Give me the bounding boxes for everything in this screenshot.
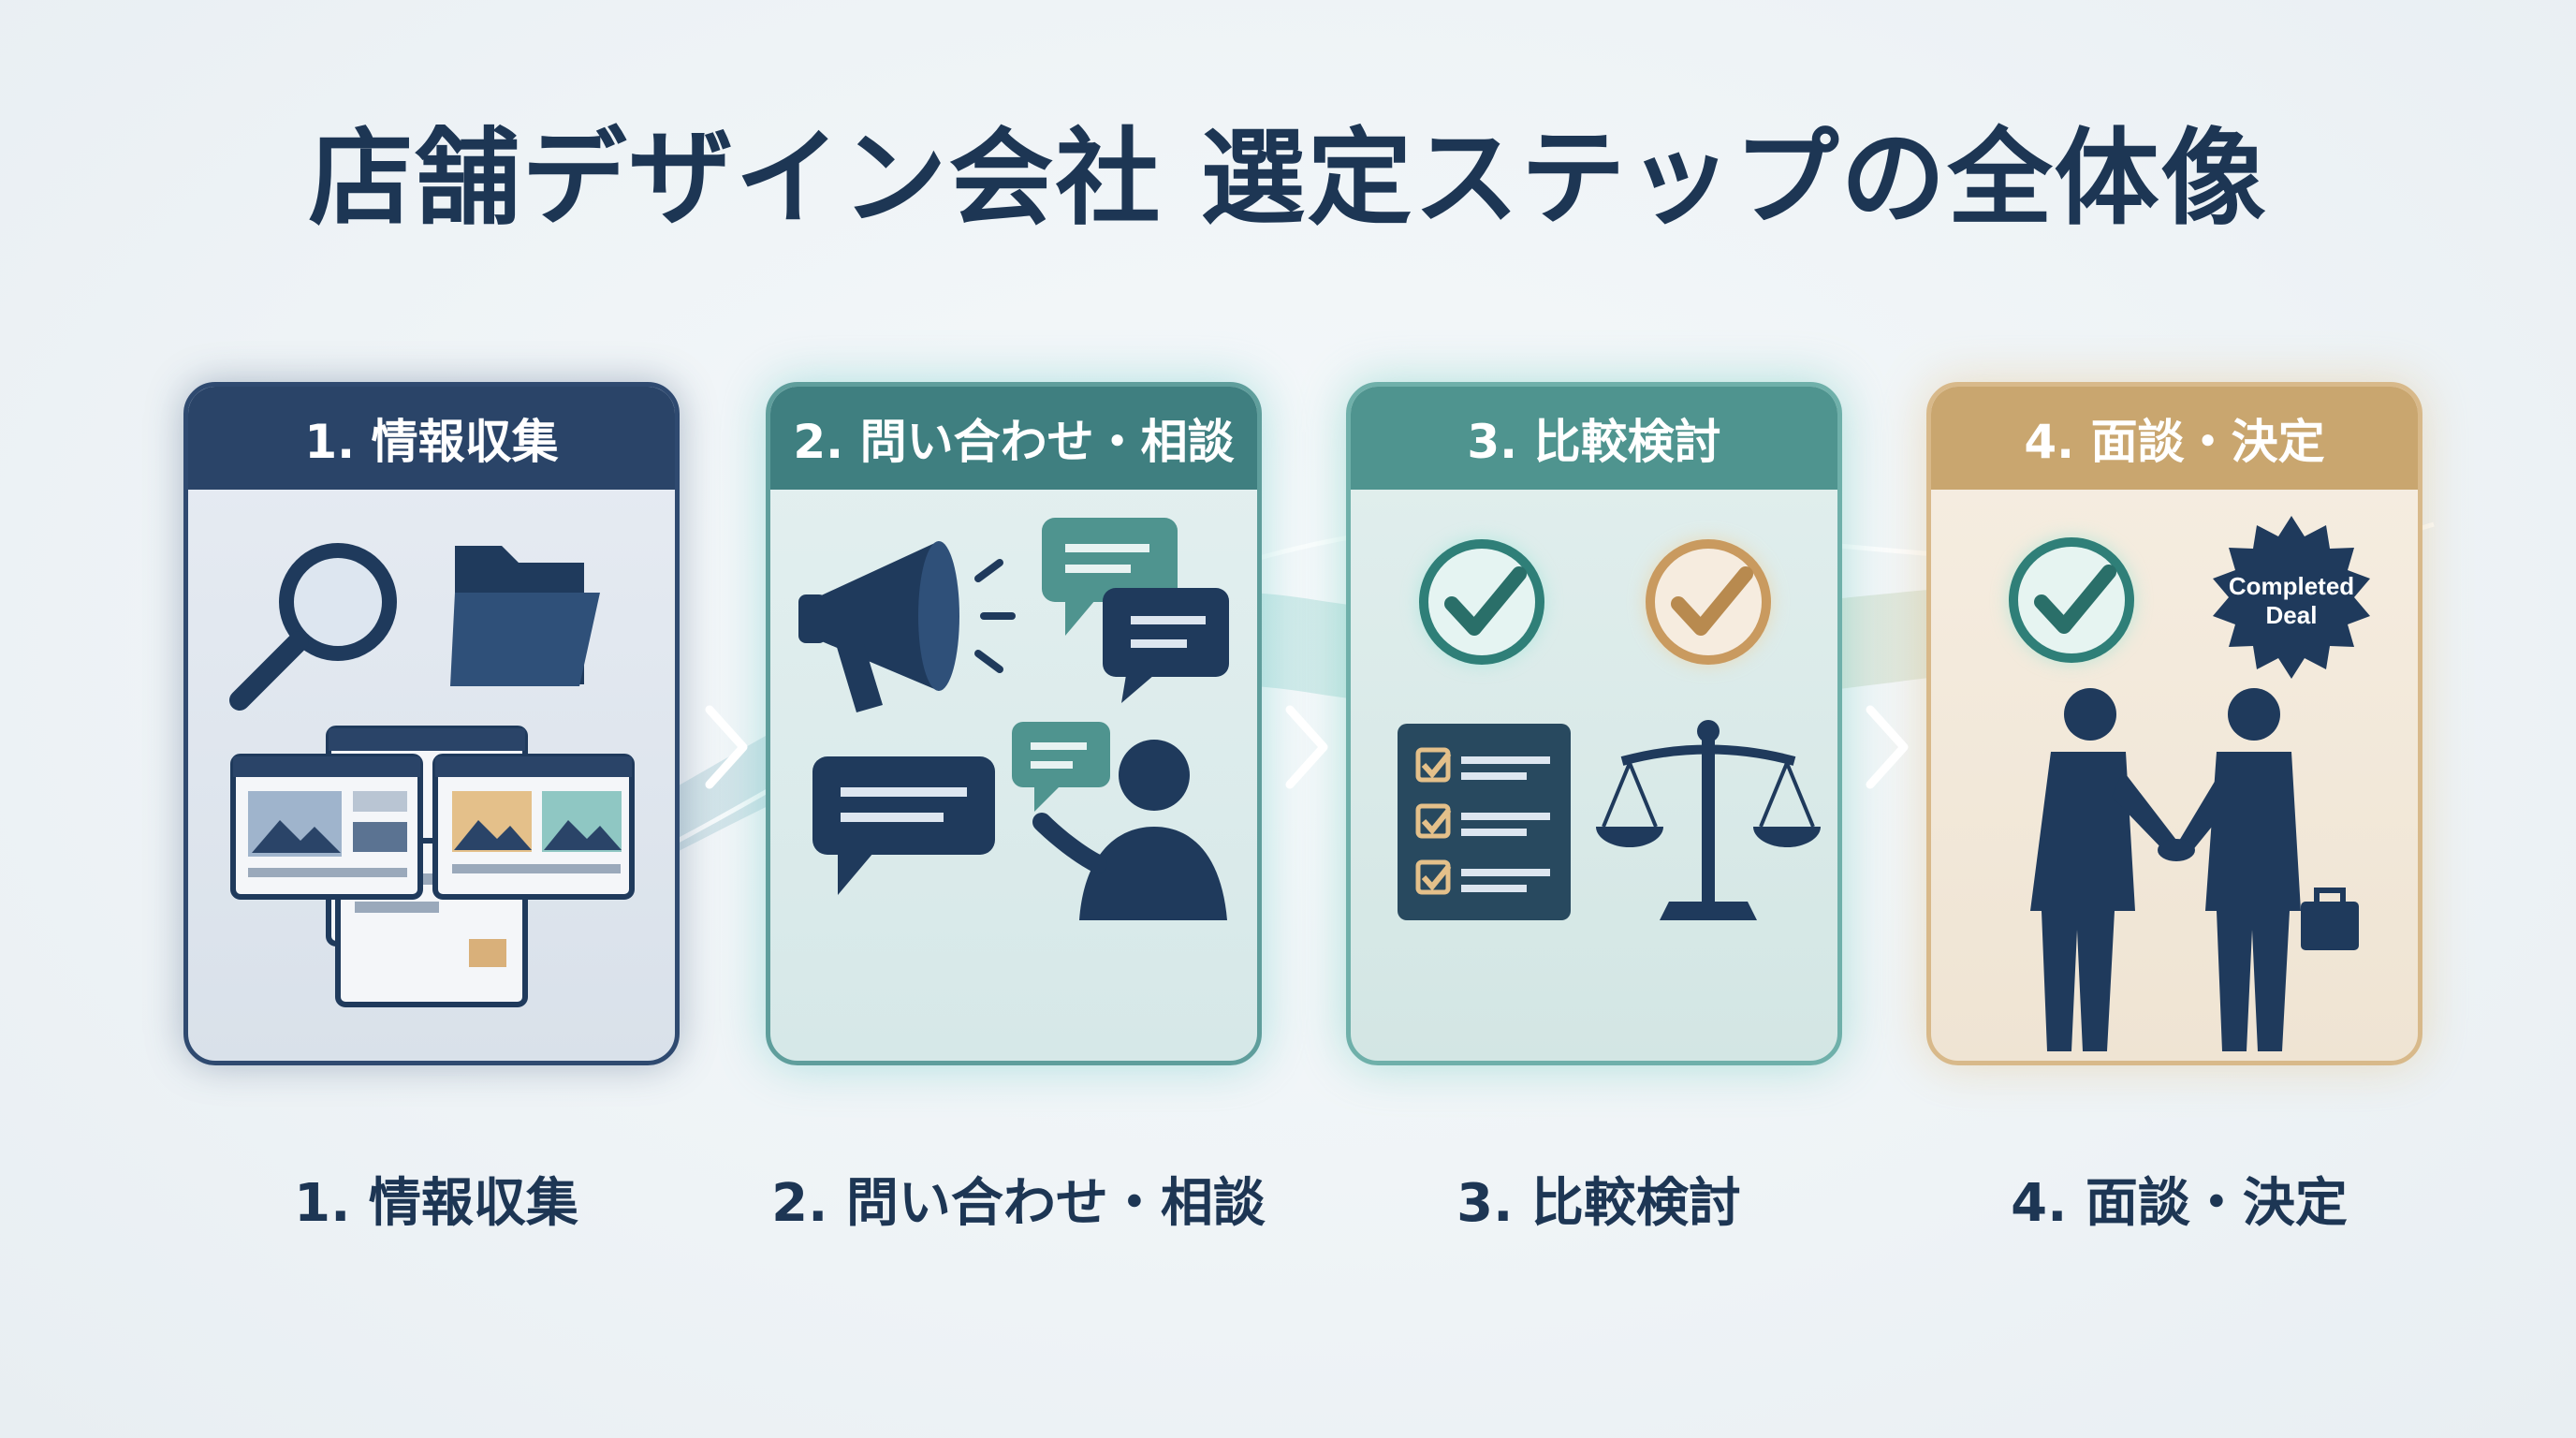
chevron-right-icon: [1285, 705, 1328, 789]
checklist-icon: [1398, 724, 1571, 920]
step-card-4: 4. 面談・決定 Completed Deal: [1926, 382, 2422, 1065]
handshake-icon: [2030, 688, 2359, 1051]
step-card-2: 2. 問い合わせ・相談: [766, 382, 1262, 1065]
step-4-header: 4. 面談・決定: [1931, 387, 2418, 490]
badge-line-2: Deal: [2266, 601, 2318, 629]
chevron-right-icon: [705, 705, 748, 789]
scales-icon: [1596, 720, 1821, 920]
step-3-header: 3. 比較検討: [1351, 387, 1837, 490]
step-card-1: 1. 情報収集: [183, 382, 680, 1065]
consultant-icon: [1032, 740, 1227, 920]
completed-deal-badge: Completed Deal: [2213, 516, 2370, 679]
check-teal-icon: [2009, 537, 2134, 663]
page-title: 店舗デザイン会社 選定ステップの全体像: [308, 118, 2268, 240]
step-4-label: 4. 面談・決定: [2011, 1173, 2348, 1234]
chevron-right-icon: [1866, 705, 1909, 789]
folder-icon: [450, 546, 600, 686]
chat-bubbles-icon: [1042, 518, 1229, 703]
step-1-header: 1. 情報収集: [188, 387, 675, 490]
megaphone-icon: [798, 541, 1016, 712]
check-gold-icon: [1646, 539, 1771, 665]
step-2-label: 2. 問い合わせ・相談: [771, 1173, 1266, 1234]
browser-windows-icon: [230, 726, 635, 1007]
step-2-header: 2. 問い合わせ・相談: [770, 387, 1257, 490]
speech-bubble-icon: [812, 722, 1110, 895]
step-1-label: 1. 情報収集: [294, 1173, 578, 1234]
step-3-label: 3. 比較検討: [1456, 1173, 1741, 1234]
magnifier-icon: [229, 543, 397, 711]
step-card-3: 3. 比較検討: [1346, 382, 1842, 1065]
badge-line-1: Completed: [2229, 572, 2354, 600]
check-teal-icon: [1419, 539, 1544, 665]
